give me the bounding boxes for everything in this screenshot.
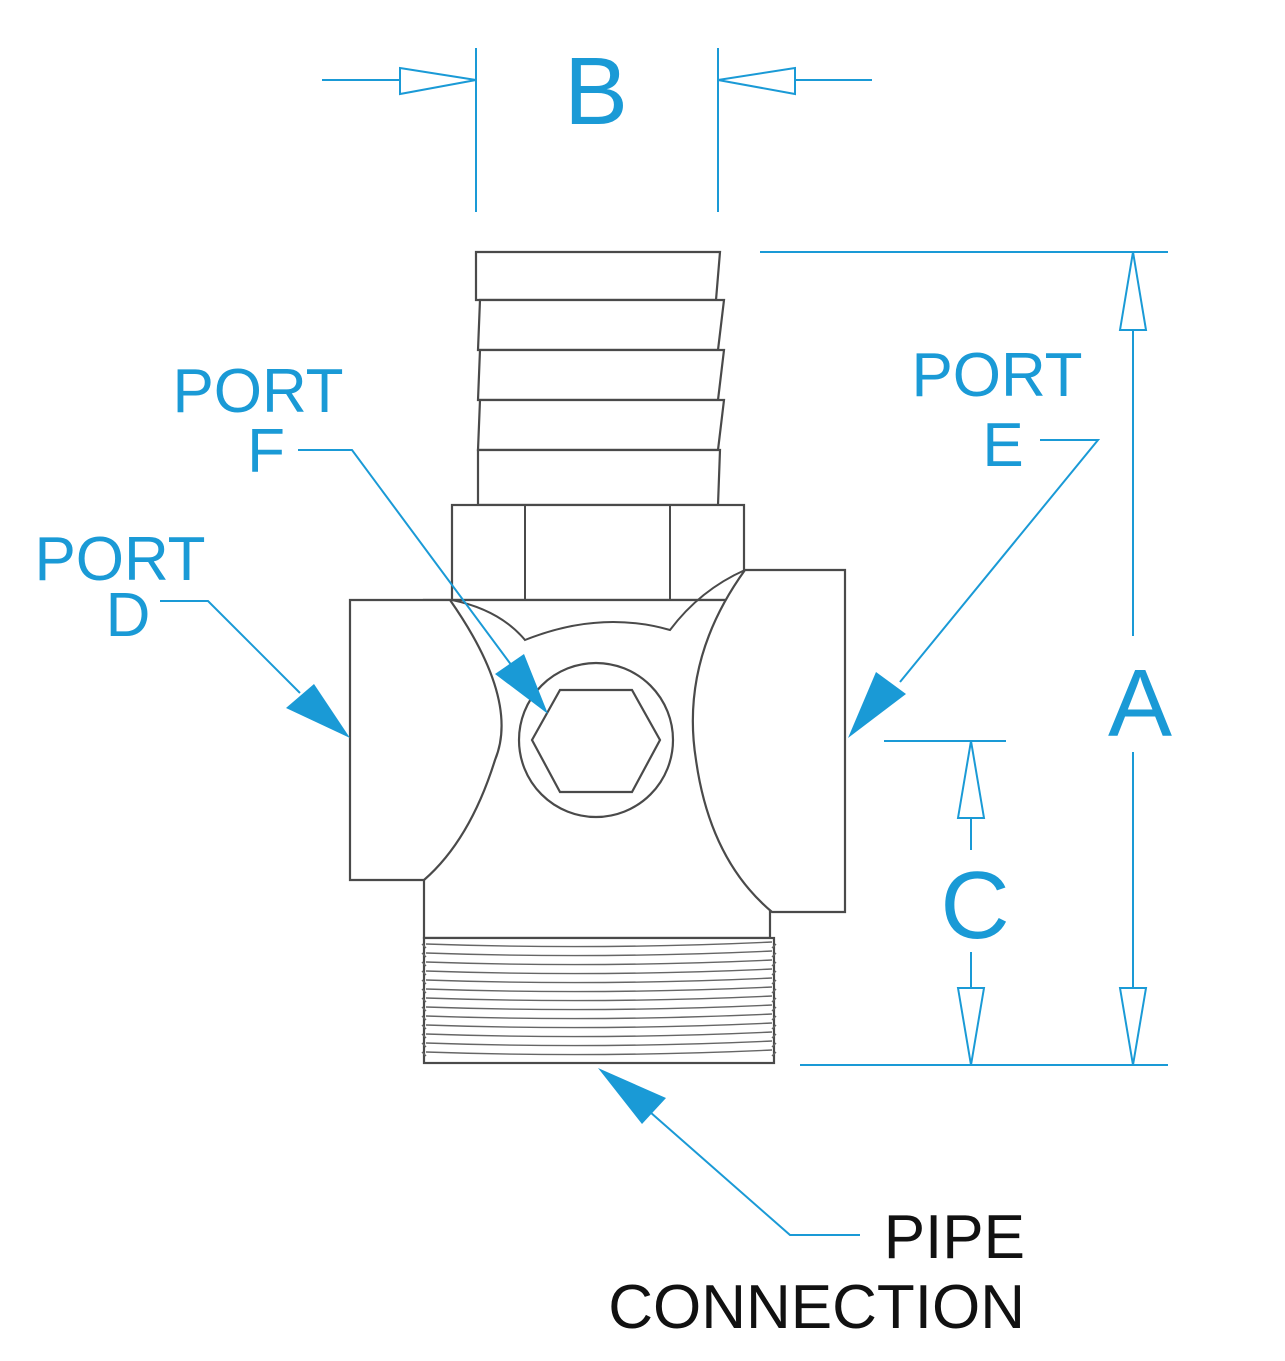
thread-tooth-left <box>421 961 427 967</box>
thread-tooth-left <box>421 1042 427 1048</box>
thread-tooth-right <box>771 988 777 994</box>
thread-line <box>425 995 773 1002</box>
pipe-connection-label-line2: CONNECTION <box>608 1273 1025 1342</box>
dim-c-top-arrow <box>956 740 986 819</box>
thread-tooth-right <box>771 1006 777 1012</box>
thread-tooth-right <box>771 943 777 949</box>
thread-tooth-left <box>421 1015 427 1021</box>
thread-tooth-right <box>771 970 777 976</box>
port-e-label-line1: PORT <box>911 341 1082 410</box>
thread-tooth-right <box>771 1015 777 1021</box>
port-d-boss <box>348 598 503 882</box>
thread-line <box>425 941 773 948</box>
thread-tooth-right <box>771 1024 777 1030</box>
thread-line <box>425 959 773 966</box>
dimension-c: C <box>884 740 1010 1066</box>
thread-line <box>425 977 773 984</box>
port-e-label-line2: E <box>982 411 1023 480</box>
port-f-callout: PORT F <box>172 357 548 714</box>
thread-line <box>425 1031 773 1038</box>
dim-c-bottom-arrow <box>956 987 986 1066</box>
thread-tooth-right <box>771 997 777 1003</box>
dim-a-top-arrow <box>1118 251 1148 331</box>
thread-tooth-left <box>421 979 427 985</box>
thread-tooth-right <box>771 1051 777 1057</box>
thread-tooth-left <box>421 1051 427 1057</box>
thread-line <box>425 968 773 975</box>
thread-tooth-left <box>421 997 427 1003</box>
dim-b-left-arrow <box>399 66 477 96</box>
pipe-connection-callout: PIPE CONNECTION <box>598 1068 1025 1342</box>
thread-tooth-left <box>421 1033 427 1039</box>
port-e-arrowhead <box>848 672 906 738</box>
port-d-label-line2: D <box>106 581 151 650</box>
dimension-a: A <box>760 251 1172 1066</box>
port-f-arrowhead <box>495 654 548 714</box>
dimension-b-label: B <box>564 38 628 145</box>
fitting-body <box>348 250 847 1065</box>
port-f-label-line2: F <box>247 417 285 486</box>
dimension-a-label: A <box>1108 650 1172 757</box>
dim-a-bottom-arrow <box>1118 987 1148 1066</box>
dim-b-right-arrow <box>717 66 796 96</box>
thread-tooth-right <box>771 952 777 958</box>
thread-tooth-right <box>771 1033 777 1039</box>
port-e-boss <box>691 568 847 914</box>
port-f-socket <box>517 661 675 819</box>
thread-tooth-left <box>421 1024 427 1030</box>
port-d-arrowhead <box>286 684 350 738</box>
dimension-c-label: C <box>940 852 1009 959</box>
thread-tooth-left <box>421 943 427 949</box>
thread-line <box>425 1040 773 1047</box>
thread-tooth-left <box>421 1006 427 1012</box>
pipe-connection-label-line1: PIPE <box>884 1203 1025 1272</box>
thread-tooth-left <box>421 952 427 958</box>
dimension-b: B <box>322 38 872 212</box>
thread-line <box>425 986 773 993</box>
thread-line <box>425 1013 773 1020</box>
pipe-connection-arrowhead <box>598 1068 666 1124</box>
port-d-label-line1: PORT <box>34 525 205 594</box>
thread-tooth-left <box>421 970 427 976</box>
port-f-label-line1: PORT <box>172 357 343 426</box>
thread-line <box>425 950 773 957</box>
thread-line <box>425 1022 773 1029</box>
hose-barb <box>474 250 726 507</box>
thread-tooth-right <box>771 979 777 985</box>
thread-tooth-left <box>421 988 427 994</box>
threaded-connection <box>421 936 777 1065</box>
thread-line <box>425 1004 773 1011</box>
thread-tooth-right <box>771 961 777 967</box>
port-e-callout: PORT E <box>848 341 1101 738</box>
thread-tooth-right <box>771 1042 777 1048</box>
thread-line <box>425 1049 773 1056</box>
port-d-callout: PORT D <box>34 525 350 738</box>
